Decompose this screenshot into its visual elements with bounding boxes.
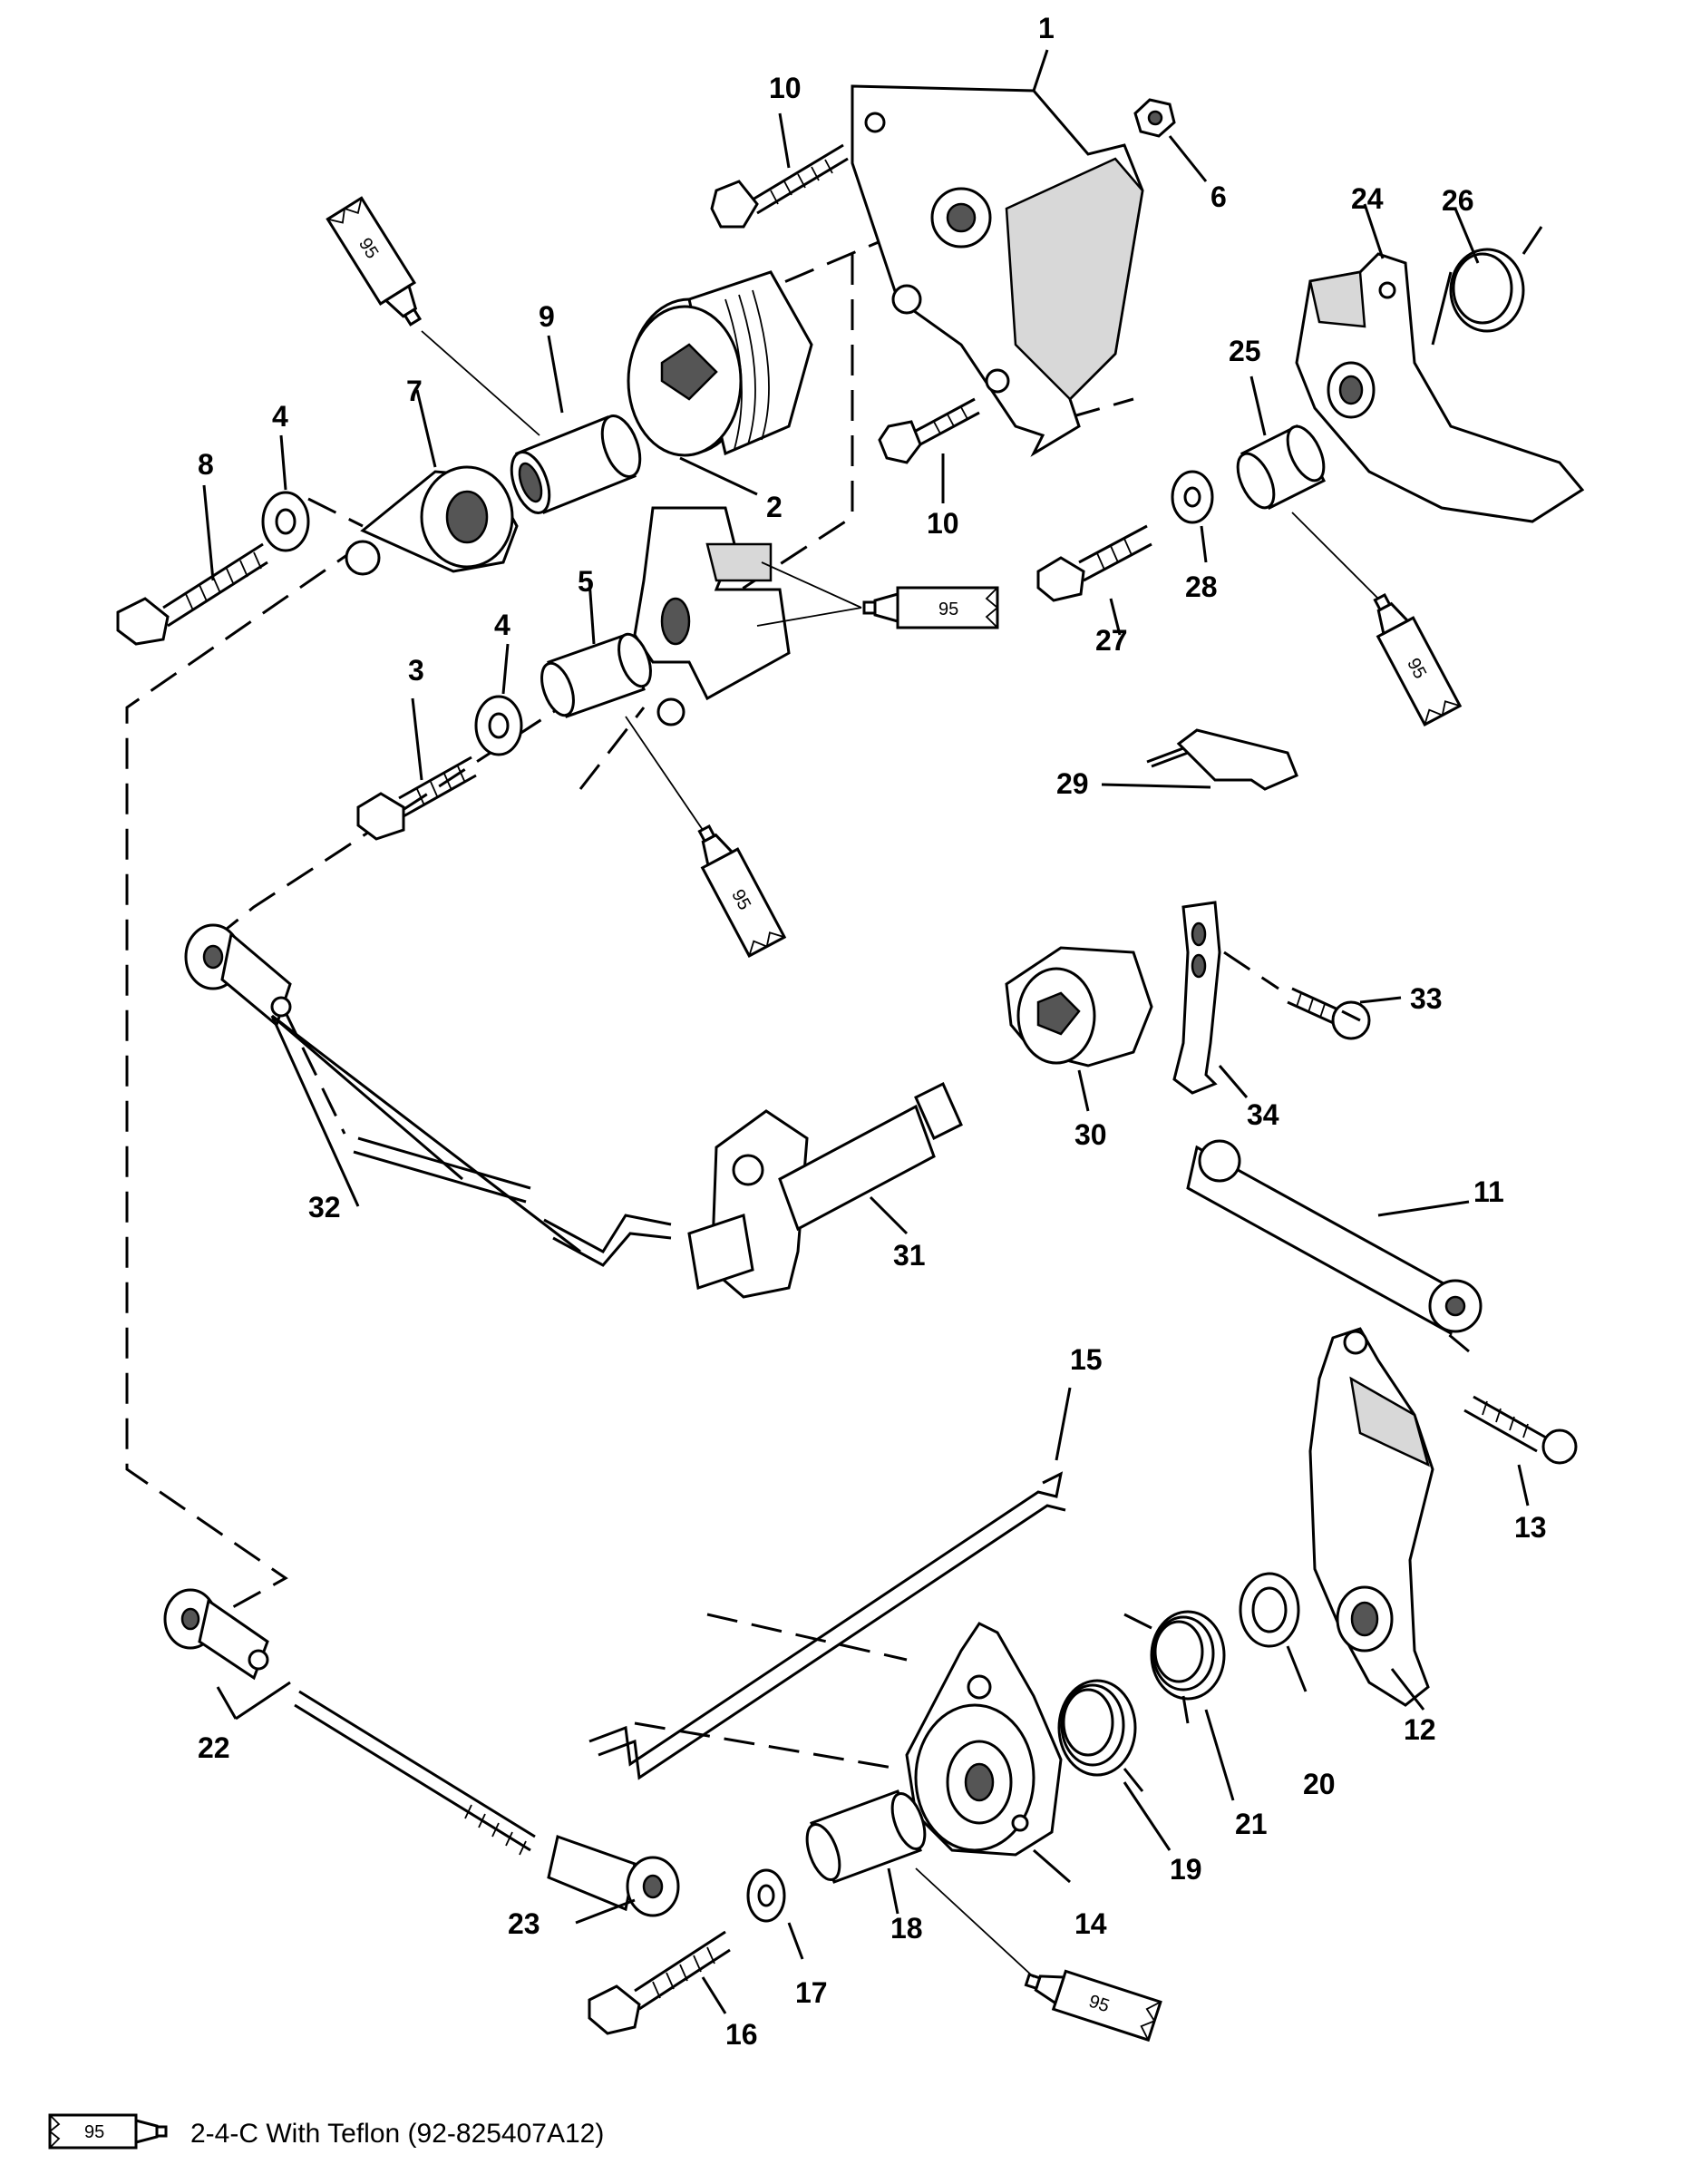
part-14-throttle-cam: [905, 1622, 1071, 1884]
callout-34: 34: [1247, 1098, 1279, 1131]
part-21-spring: [1123, 1610, 1235, 1801]
callout-3: 3: [408, 654, 424, 687]
part-28-washer: [1171, 470, 1214, 563]
callout-5: 5: [578, 565, 594, 598]
lubricant-tube-right: 95: [1373, 592, 1463, 726]
part-12-lever-bracket: [1308, 1327, 1434, 1711]
part-29-clip: [1101, 728, 1298, 791]
part-8-bolt: [116, 484, 268, 646]
part-32-linkage: [184, 923, 672, 1267]
legend: 95 2-4-C With Teflon (92-825407A12): [48, 2113, 604, 2150]
callout-33: 33: [1410, 982, 1443, 1015]
callout-12: 12: [1404, 1713, 1436, 1746]
legend-text: 2-4-C With Teflon (92-825407A12): [190, 2119, 604, 2149]
part-10-bolt-middle: [878, 397, 980, 503]
tube-leader-mid: [756, 561, 862, 627]
part-6-nut: [1133, 98, 1208, 182]
part-24-bracket: [1295, 203, 1585, 523]
part-7-lever: [345, 389, 519, 576]
part-27-bolt: [1036, 524, 1152, 636]
part-33-screw: [1287, 987, 1402, 1040]
part-10-bolt-top: [710, 112, 849, 229]
legend-tube-icon: 95: [48, 2113, 168, 2150]
callout-25: 25: [1229, 335, 1261, 367]
callout-4-upper: 4: [272, 400, 288, 433]
tube-leader-bottom: [915, 1867, 1035, 1978]
part-31-shaft: [687, 1081, 963, 1299]
callout-13: 13: [1514, 1511, 1547, 1544]
callout-7: 7: [406, 375, 423, 407]
callout-8: 8: [198, 448, 214, 481]
part-20-washer: [1239, 1572, 1308, 1692]
lubricant-tube-mid: [862, 586, 999, 629]
callout-24: 24: [1351, 182, 1384, 215]
callout-20: 20: [1303, 1768, 1336, 1800]
part-19-spring: [1057, 1679, 1172, 1851]
part-4-washer-upper: [261, 434, 310, 552]
callout-32: 32: [308, 1191, 341, 1224]
part-2-shift-cam: [627, 270, 813, 496]
callout-18: 18: [890, 1912, 923, 1945]
part-16-bolt: [588, 1930, 731, 2035]
tube-leader-top-left: [421, 330, 540, 436]
part-34-strap: [1172, 901, 1249, 1098]
part-18-bushing: [805, 1789, 927, 1915]
callout-9: 9: [539, 300, 555, 333]
lubricant-tube-bottom: 95: [1024, 1969, 1162, 2043]
callout-16: 16: [725, 2018, 758, 2051]
part-15-rod: [588, 1387, 1072, 1780]
part-30-cam: [1005, 946, 1153, 1112]
lubricant-tube-top-left: 95: [326, 196, 423, 327]
part-9-bushing: [510, 335, 642, 514]
legend-tube-label: 95: [84, 2122, 104, 2142]
callout-2: 2: [766, 491, 783, 523]
callout-14: 14: [1074, 1907, 1107, 1940]
callout-11: 11: [1473, 1175, 1504, 1208]
callout-29: 29: [1056, 767, 1089, 800]
callout-31: 31: [893, 1239, 926, 1272]
callout-28: 28: [1185, 570, 1218, 603]
callout-6: 6: [1210, 180, 1227, 213]
part-22-rod-end: [163, 1588, 536, 1856]
lubricant-tube-left-mid: 95: [697, 824, 787, 958]
part-23-rod-end: [547, 1835, 680, 1925]
tube-leader-left-mid: [625, 716, 704, 831]
part-3-bolt: [356, 697, 477, 841]
callout-26: 26: [1442, 184, 1474, 217]
part-5-shift-lever-block: [540, 506, 791, 726]
callout-1: 1: [1038, 12, 1055, 44]
part-13-screw: [1463, 1395, 1578, 1506]
part-25-bushing: [1236, 375, 1327, 511]
callout-4-lower: 4: [494, 609, 510, 641]
callout-30: 30: [1074, 1118, 1107, 1151]
callout-10-top: 10: [769, 72, 802, 104]
callout-21: 21: [1235, 1808, 1268, 1840]
callout-23: 23: [508, 1907, 540, 1940]
callout-10-middle: 10: [927, 507, 959, 540]
callout-22: 22: [198, 1731, 230, 1764]
callout-labels: 1 10 6 24 26 9 7 25 4 8 2 10 5 28 27 4 3…: [198, 12, 1547, 2051]
callout-19: 19: [1170, 1853, 1202, 1886]
part-11-link-bar: [1186, 1139, 1483, 1336]
part-17-washer: [746, 1868, 804, 1960]
callout-15: 15: [1070, 1343, 1103, 1376]
callout-27: 27: [1095, 624, 1128, 657]
tube-leader-right: [1291, 512, 1379, 600]
assembly-dashed-lines: [125, 198, 1470, 1770]
part-26-spring: [1431, 208, 1543, 346]
part-4-washer-lower: [474, 643, 523, 756]
callout-17: 17: [795, 1976, 828, 2009]
tube-label: 95: [938, 600, 958, 619]
part-1-housing-plate: [851, 49, 1144, 457]
